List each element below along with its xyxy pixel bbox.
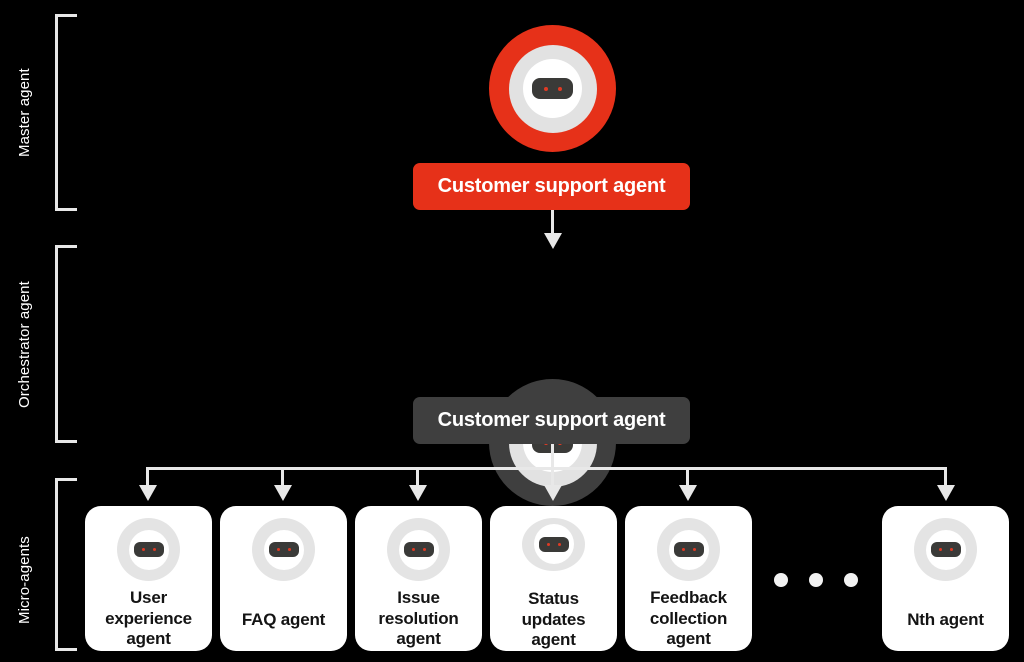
robot-eye-left [543,86,548,91]
orchestrator-agent-pill[interactable]: Customer support agent [413,397,690,444]
connector-bus [147,467,947,470]
connector-drop-5 [686,467,689,489]
tier-label-master: Master agent [16,68,33,157]
micro-agent-card-faq[interactable]: FAQ agent [220,506,347,651]
bracket-master [55,14,77,211]
robot-face [268,542,299,557]
connector-drop-3 [416,467,419,489]
robot-eye-right [152,548,156,551]
micro-agent-label: Nth agent [907,610,984,629]
robot-eye-right [557,542,561,546]
arrowhead-drop-3 [408,485,427,501]
micro-agent-card-nth[interactable]: Nth agent [882,506,1009,651]
bracket-orchestrator [55,245,77,443]
ellipsis-dot-2 [809,573,823,587]
micro-agent-card-issue-resolution[interactable]: Issue resolution agent [355,506,482,651]
arrowhead-drop-4 [543,485,562,501]
tier-label-orchestrator: Orchestrator agent [16,281,33,409]
bracket-micro-agents [55,478,77,651]
master-agent-icon [489,25,616,152]
robot-eye-left [681,548,685,551]
robot-eye-left [938,548,942,551]
micro-agent-label: Feedback collection agent [649,588,728,649]
connector-drop-2 [281,467,284,489]
micro-agent-label: Status updates agent [521,588,586,650]
robot-eye-right [422,548,426,551]
connector-drop-1 [146,467,149,489]
robot-eye-left [276,548,280,551]
connector-drop-4 [551,467,554,489]
robot-eye-right [692,548,696,551]
micro-agent-icon [252,518,315,581]
connector-master-to-orchestrator [551,210,554,240]
micro-agent-icon [914,518,977,581]
ellipsis-dot-3 [844,573,858,587]
robot-face [930,542,961,557]
connector-orchestrator-trunk [551,444,554,469]
micro-agent-icon [387,518,450,581]
tier-label-micro-agents: Micro-agents [16,536,33,624]
robot-eye-right [557,86,562,91]
micro-agent-label: User experience agent [105,588,192,649]
arrowhead-drop-6 [936,485,955,501]
micro-agent-icon [117,518,180,581]
arrowhead-drop-5 [678,485,697,501]
micro-agent-card-feedback-collection[interactable]: Feedback collection agent [625,506,752,651]
robot-eye-right [287,548,291,551]
master-agent-pill[interactable]: Customer support agent [413,163,690,210]
micro-agent-label: Issue resolution agent [378,588,459,649]
micro-agent-card-status-updates[interactable]: Status updates agent [490,506,617,651]
robot-face [133,542,164,557]
micro-agent-label: FAQ agent [241,610,326,629]
micro-agent-card-user-experience[interactable]: User experience agent [85,506,212,651]
robot-face [403,542,434,557]
micro-agent-icon [522,518,585,571]
robot-eye-left [546,542,550,546]
robot-face [538,536,569,552]
connector-drop-6 [944,467,947,489]
robot-face [673,542,704,557]
robot-eye-left [411,548,415,551]
arrowhead-drop-2 [273,485,292,501]
robot-face [532,78,573,99]
robot-eye-right [949,548,953,551]
arrowhead-drop-1 [138,485,157,501]
arrowhead-master-to-orchestrator [543,233,562,249]
ellipsis-dot-1 [774,573,788,587]
robot-eye-left [141,548,145,551]
micro-agent-icon [657,518,720,581]
